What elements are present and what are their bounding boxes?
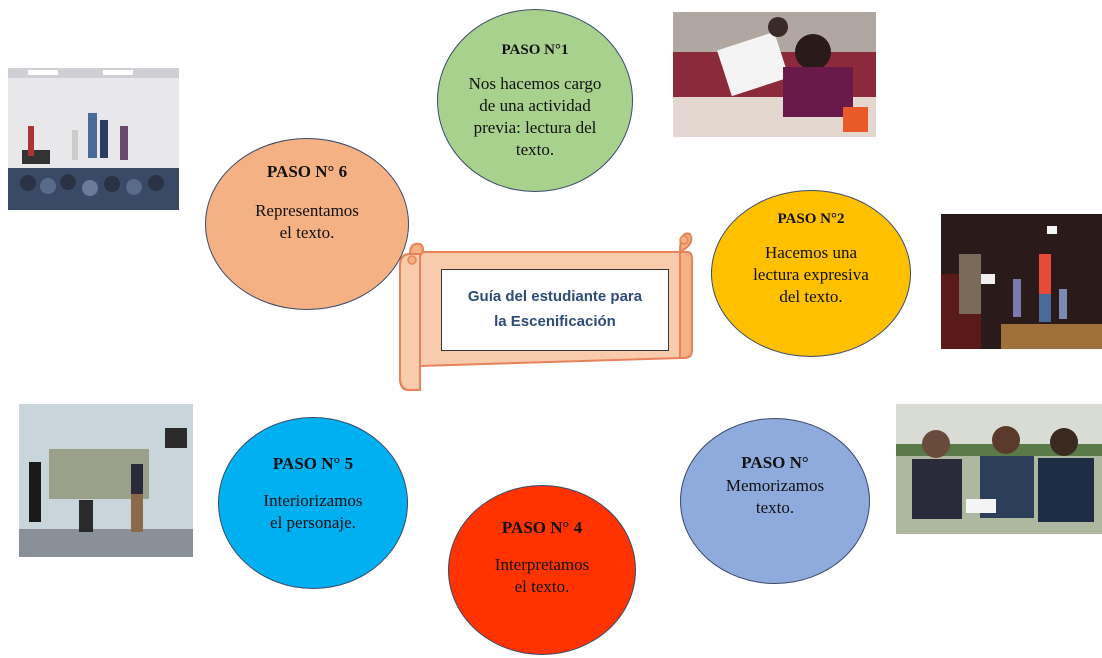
step-4-text-line: Interpretamos	[494, 555, 590, 574]
photo-stage-performers	[941, 214, 1102, 349]
photo-classroom-actors	[19, 404, 193, 557]
step-4-title: PASO N° 4	[501, 518, 583, 537]
step-3-title: PASO N°	[741, 453, 809, 472]
step-3-text-line: texto.	[755, 498, 795, 518]
center-title-line-1: Guía del estudiante para	[467, 288, 643, 306]
step-3-circle: PASO N° Memorizamos texto.	[680, 418, 870, 584]
step-4-circle: PASO N° 4 Interpretamos el texto.	[448, 485, 636, 655]
step-6-text-line: Representamos	[255, 201, 359, 220]
step-1-text-line: de una actividad	[479, 96, 591, 116]
step-4-text-line: el texto.	[514, 577, 570, 597]
step-5-text-line: el personaje.	[270, 513, 356, 533]
step-2-text-line: del texto.	[779, 287, 843, 307]
step-1-circle: PASO N°1 Nos hacemos cargo de una activi…	[437, 9, 633, 192]
step-6-text-line: el texto.	[279, 223, 335, 243]
center-title-line-2: la Escenificación	[494, 313, 616, 330]
center-title-box: Guía del estudiante para la Escenificaci…	[441, 269, 669, 351]
step-1-text-line: previa: lectura del	[473, 118, 597, 138]
step-6-title: PASO N° 6	[266, 162, 348, 181]
step-2-text-line: lectura expresiva	[753, 265, 869, 285]
step-2-text-line: Hacemos una	[764, 243, 858, 262]
photo-students-reading	[673, 12, 876, 137]
step-6-circle: PASO N° 6 Representamos el texto.	[205, 138, 409, 310]
step-1-text-line: texto.	[515, 140, 555, 160]
step-5-circle: PASO N° 5 Interiorizamos el personaje.	[218, 417, 408, 589]
photo-stage-rehearsal	[8, 68, 179, 210]
step-5-text-line: Interiorizamos	[263, 491, 363, 510]
step-2-circle: PASO N°2 Hacemos una lectura expresiva d…	[711, 190, 911, 357]
step-1-title: PASO N°1	[501, 42, 569, 58]
step-3-text-line: Memorizamos	[725, 476, 825, 495]
step-1-text-line: Nos hacemos cargo	[468, 74, 602, 93]
photo-students-memorizing	[896, 404, 1102, 534]
step-2-title: PASO N°2	[777, 211, 845, 227]
step-5-title: PASO N° 5	[272, 454, 354, 473]
